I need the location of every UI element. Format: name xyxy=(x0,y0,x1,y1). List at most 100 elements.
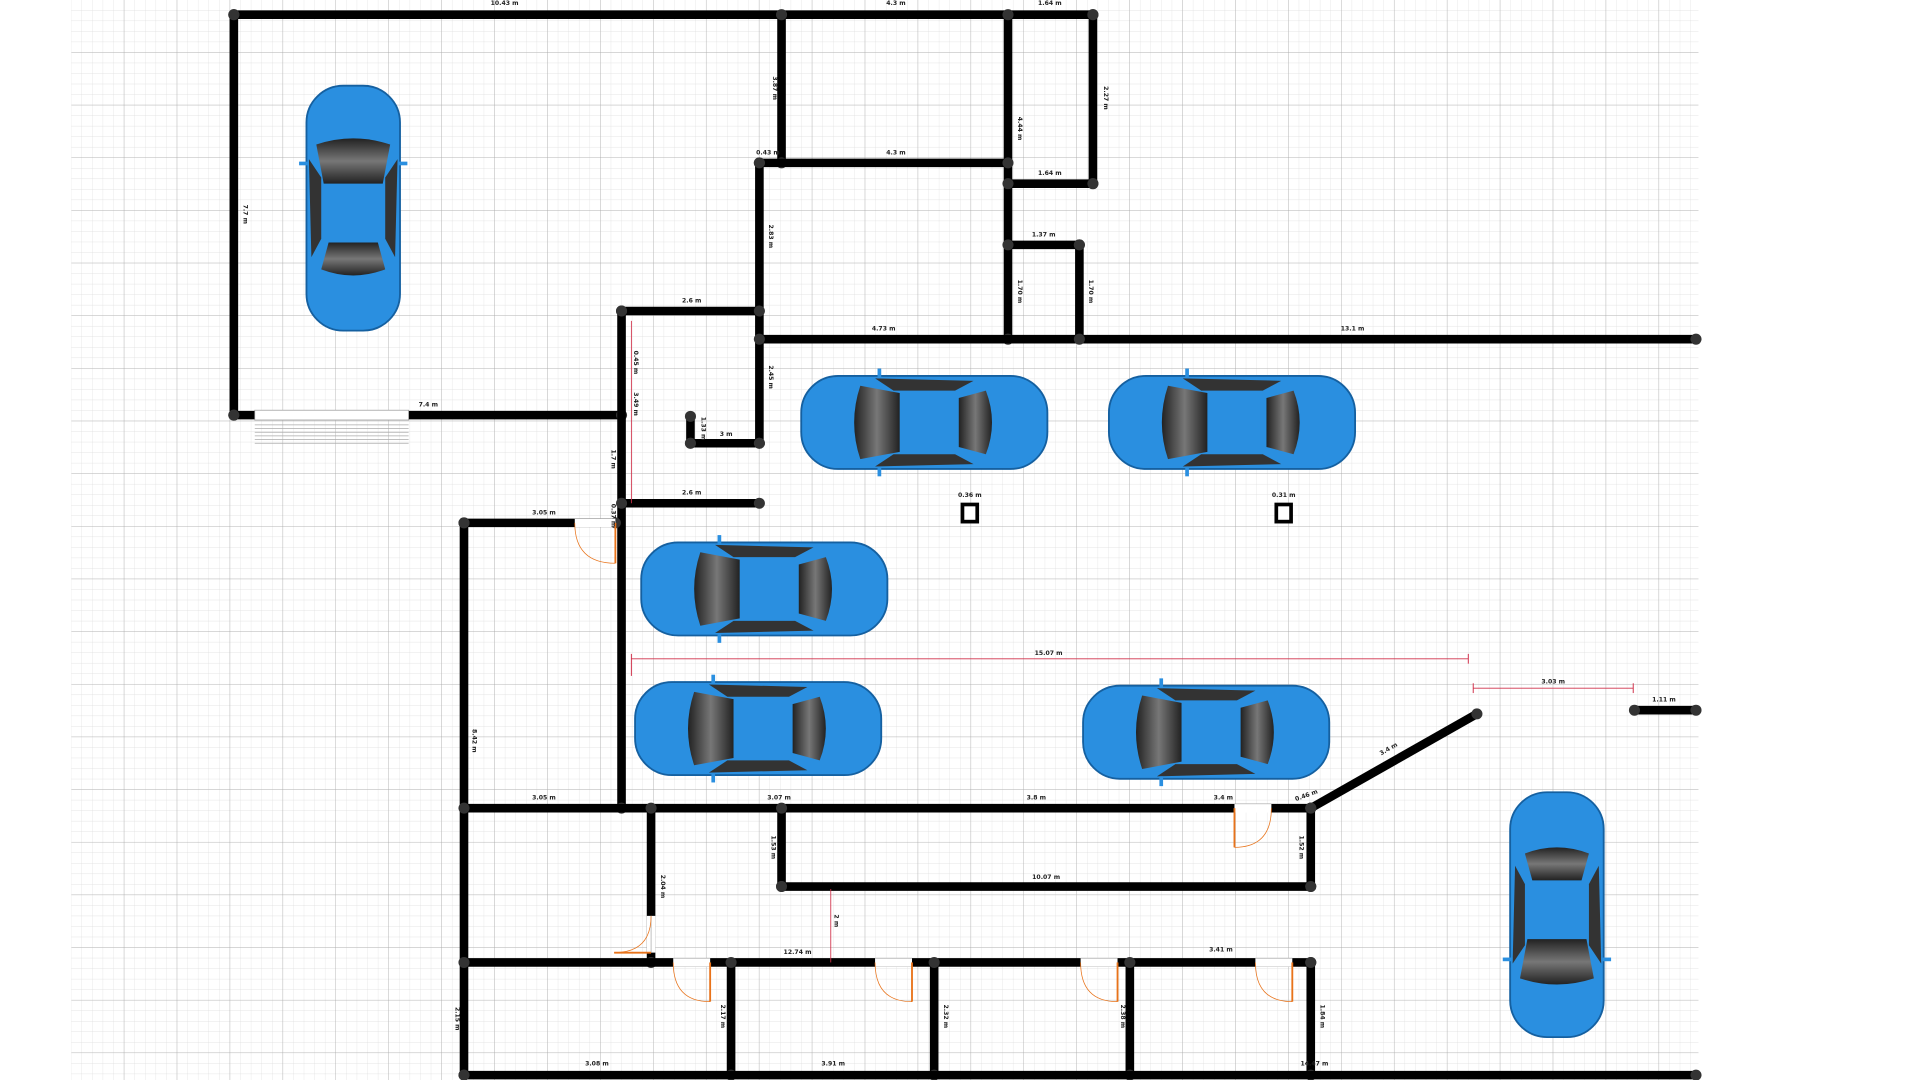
wall-node[interactable] xyxy=(1471,708,1483,720)
wall-node[interactable] xyxy=(1087,178,1099,190)
measurement-label: 8.42 m xyxy=(471,729,478,753)
measurement-label: 1.53 m xyxy=(770,836,777,860)
measurement-label: 1.52 m xyxy=(1298,836,1305,860)
measurement-label: 3.05 m xyxy=(532,509,556,516)
measurement-label: 15.07 m xyxy=(1035,650,1063,657)
measurement-label: 3.03 m xyxy=(1541,678,1565,685)
wall-node[interactable] xyxy=(928,956,940,968)
measurement-label: 2.32 m xyxy=(942,1005,949,1029)
wall-node[interactable] xyxy=(458,517,470,529)
wall[interactable] xyxy=(1308,710,1480,812)
wall-node[interactable] xyxy=(725,956,737,968)
doors xyxy=(574,518,1294,1002)
measurement-label: 0.45 m xyxy=(632,351,639,375)
measurement-label: 0.43 m xyxy=(756,149,780,156)
door-swing-arc xyxy=(1255,962,1293,1002)
measurement-label: 1.64 m xyxy=(1038,170,1062,177)
measurement-label: 3.49 m xyxy=(632,392,639,416)
garage-door[interactable] xyxy=(254,409,409,421)
wall-node[interactable] xyxy=(458,956,470,968)
measurement-label: 2.6 m xyxy=(682,297,701,304)
door-swing-arc xyxy=(1080,962,1118,1002)
wall-node[interactable] xyxy=(753,305,765,317)
car-7-icon[interactable] xyxy=(1501,791,1612,1039)
measurement-label: 2.83 m xyxy=(767,225,774,249)
wall-node[interactable] xyxy=(776,9,788,21)
measurement-label: 1.11 m xyxy=(1652,697,1676,704)
measurement-label: 0.36 m xyxy=(958,492,982,499)
door-swing-arc xyxy=(874,962,913,1002)
measurement-label: 3 m xyxy=(720,431,733,438)
measurement-label: 1.64 m xyxy=(1038,0,1062,7)
wall-node[interactable] xyxy=(1690,704,1702,716)
measurement-label: 1.33 m xyxy=(700,417,707,441)
wall-node[interactable] xyxy=(1305,956,1317,968)
measurement-label: 10.07 m xyxy=(1032,874,1060,881)
measurement-label: 2.38 m xyxy=(1119,1005,1126,1029)
wall-node[interactable] xyxy=(1305,802,1317,814)
measurement-label: 4.3 m xyxy=(886,0,905,7)
measurement-label: 12.74 m xyxy=(784,949,812,956)
measurement-label: 0.37 m xyxy=(610,504,617,528)
wall-node[interactable] xyxy=(1087,9,1099,21)
measurement-label: 2.6 m xyxy=(682,490,701,497)
wall-node[interactable] xyxy=(616,497,628,509)
wall-node[interactable] xyxy=(1002,239,1014,251)
column[interactable] xyxy=(1274,502,1293,524)
car-1-icon[interactable] xyxy=(298,84,409,332)
wall-node[interactable] xyxy=(753,333,765,345)
measurement-label: 13.1 m xyxy=(1341,326,1365,333)
car-2-icon[interactable] xyxy=(800,367,1049,478)
measurement-label: 3.4 m xyxy=(1214,795,1233,802)
measurement-label: 1.70 m xyxy=(1016,280,1023,304)
wall-node[interactable] xyxy=(776,881,788,893)
wall-node[interactable] xyxy=(684,410,696,422)
measurement-label: 3.08 m xyxy=(585,1060,609,1067)
measurement-label: 0.31 m xyxy=(1272,492,1296,499)
measurement-label: 7.7 m xyxy=(242,205,249,224)
wall-node[interactable] xyxy=(753,157,765,169)
wall-node[interactable] xyxy=(458,802,470,814)
door-swing-arc xyxy=(1234,808,1272,848)
car-5-icon[interactable] xyxy=(634,673,883,784)
measurement-label: 3.91 m xyxy=(821,1060,845,1067)
wall-node[interactable] xyxy=(645,802,657,814)
door-swing-arc xyxy=(672,962,711,1002)
wall-node[interactable] xyxy=(1002,178,1014,190)
column[interactable] xyxy=(960,502,980,524)
wall-node[interactable] xyxy=(753,497,765,509)
measurement-label: 3.07 m xyxy=(767,795,791,802)
wall-node[interactable] xyxy=(1002,157,1014,169)
wall-node[interactable] xyxy=(616,305,628,317)
wall-node[interactable] xyxy=(1305,881,1317,893)
measurement-label: 1.70 m xyxy=(1087,280,1094,304)
measurement-label: 1.84 m xyxy=(1319,1005,1326,1029)
car-4-icon[interactable] xyxy=(640,534,889,644)
wall-node[interactable] xyxy=(1002,9,1014,21)
wall-node[interactable] xyxy=(1073,239,1085,251)
wall-node[interactable] xyxy=(1690,333,1702,345)
wall-node[interactable] xyxy=(1628,704,1640,716)
measurement-label: 2.45 m xyxy=(767,365,774,389)
measurement-label: 14.47 m xyxy=(1300,1060,1328,1067)
wall-node[interactable] xyxy=(776,802,788,814)
car-3-icon[interactable] xyxy=(1108,367,1356,478)
measurement-label: 2.27 m xyxy=(1102,86,1109,110)
wall-node[interactable] xyxy=(228,9,240,21)
car-6-icon[interactable] xyxy=(1082,677,1331,788)
dimension-lines xyxy=(630,320,1634,963)
wall-node[interactable] xyxy=(684,437,696,449)
door-swing-arc xyxy=(574,522,616,564)
wall-node[interactable] xyxy=(1124,956,1136,968)
measurement-label: 2.04 m xyxy=(659,875,666,899)
wall-node[interactable] xyxy=(1073,333,1085,345)
measurement-label: 7.4 m xyxy=(419,402,438,409)
wall-node[interactable] xyxy=(753,437,765,449)
wall-node[interactable] xyxy=(458,1069,470,1080)
wall-node[interactable] xyxy=(1690,1069,1702,1080)
measurement-label: 4.44 m xyxy=(1016,117,1023,141)
wall-node[interactable] xyxy=(228,409,240,421)
measurement-label: 4.73 m xyxy=(872,326,896,333)
